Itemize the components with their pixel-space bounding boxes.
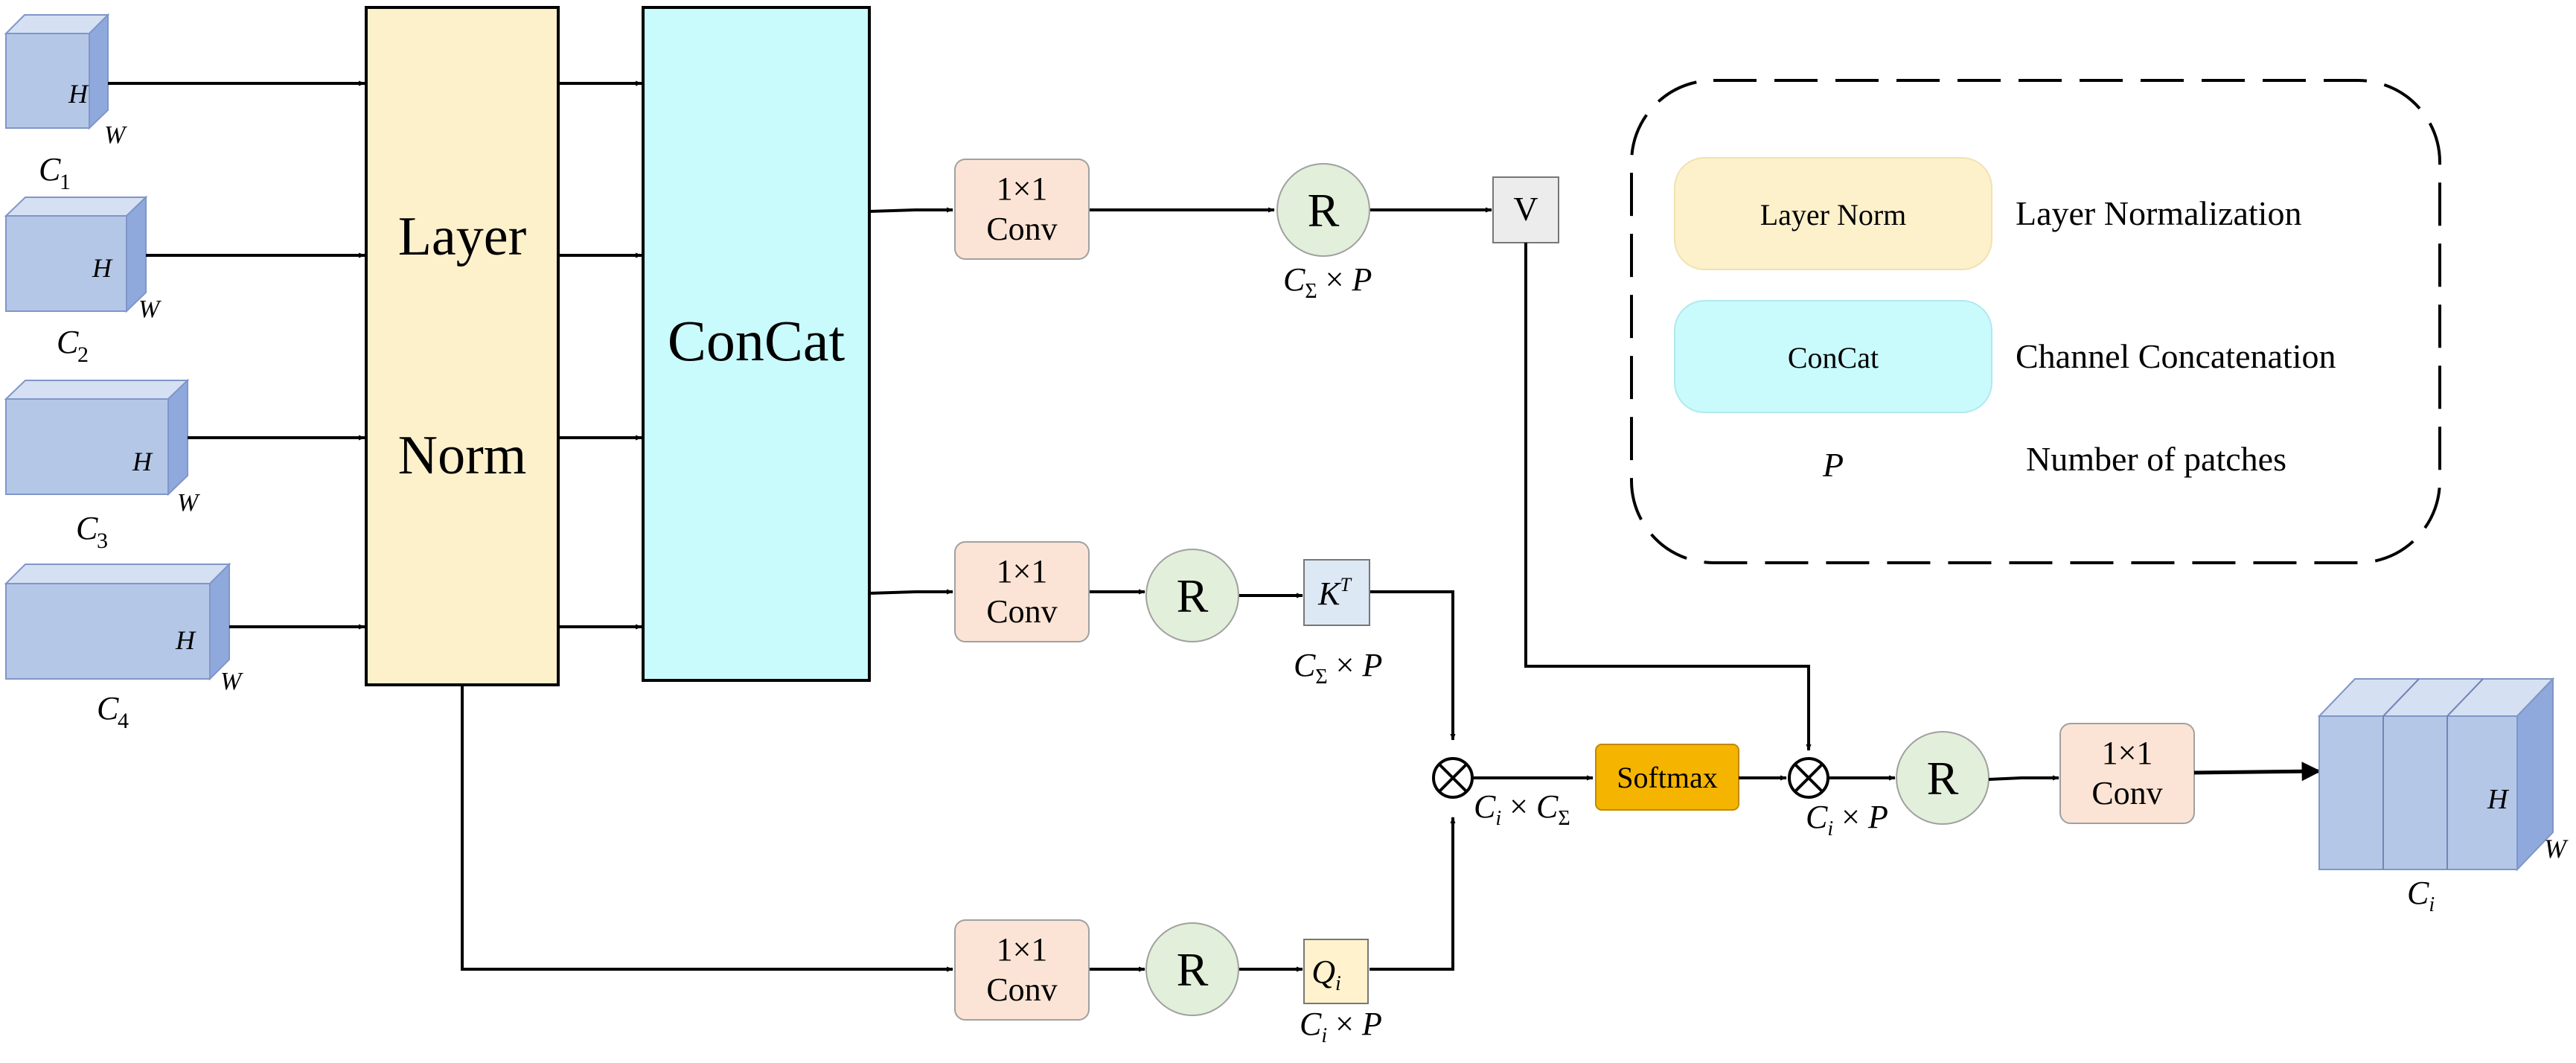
layer-norm-block: Layer Norm: [365, 6, 560, 686]
conv-label-1: 1×1: [2102, 735, 2153, 771]
reshape-label: R: [1927, 752, 1959, 805]
output-w-label: W: [2544, 834, 2569, 864]
cube-w-label: W: [220, 668, 243, 695]
conv-label-2: Conv: [986, 971, 1057, 1008]
legend-desc: Layer Normalization: [2016, 194, 2301, 232]
q-dim-label: Ci × P: [1300, 1006, 1382, 1047]
norm-to-concat-arrows: [558, 80, 642, 630]
output-cube: H W Ci: [2317, 677, 2569, 916]
cube-h-label: H: [132, 447, 153, 476]
layer-norm-label-1: Layer: [398, 206, 527, 267]
cube-w-label: W: [138, 296, 162, 323]
reshape-node-out: R: [1896, 731, 1989, 825]
v-box: V: [1492, 176, 1559, 243]
cube-h-label: H: [92, 253, 113, 283]
cube-h-label: H: [68, 79, 89, 109]
legend-item-layer-norm: Layer Norm Layer Normalization: [1674, 157, 2301, 270]
conv-to-output-arrow: [2193, 762, 2321, 782]
reshape-label: R: [1177, 569, 1209, 622]
conv-label-2: Conv: [2091, 775, 2162, 811]
concat-block: ConCat: [642, 6, 871, 682]
reshape-label: R: [1177, 943, 1209, 996]
layer-norm-label-2: Norm: [398, 425, 527, 486]
concat-label: ConCat: [668, 308, 846, 373]
input-cube-c1: H W C 1: [4, 13, 127, 194]
conv-label-1: 1×1: [997, 931, 1048, 968]
reshape-node-q: R: [1145, 922, 1239, 1016]
cube-c1-label: C: [39, 151, 61, 188]
legend-desc: Channel Concatenation: [2016, 337, 2336, 375]
input-cube-c4: H W C 4: [4, 562, 243, 733]
q-branch-lines: [461, 685, 1456, 972]
conv-label-2: Conv: [986, 211, 1057, 247]
cube-c1-sub: 1: [60, 170, 71, 194]
v-to-multiply-line: [1524, 243, 1812, 751]
k-box: KT: [1303, 559, 1370, 626]
k-dim-label: CΣ × P: [1294, 647, 1382, 689]
reshape-node-k: R: [1145, 549, 1239, 642]
reshape-label: R: [1308, 184, 1340, 237]
multiply-node-qk: [1432, 757, 1474, 799]
legend-item-concat: ConCat Channel Concatenation: [1674, 300, 2336, 413]
input-cube-c2: H W C 2: [4, 195, 162, 367]
svg-text:Ci × CΣ: Ci × CΣ: [1474, 788, 1570, 830]
cube-c3-sub: 3: [97, 529, 108, 553]
softmax-block: Softmax: [1595, 744, 1739, 811]
input-arrows: [108, 80, 365, 630]
conv-block-out: 1×1 Conv: [2059, 723, 2195, 824]
reshape-node-v: R: [1276, 163, 1370, 257]
v-dim-label: CΣ × P: [1283, 261, 1372, 303]
k-label: KT: [1317, 574, 1352, 612]
svg-text:CΣ × P: CΣ × P: [1294, 647, 1382, 689]
multiply-node-v: [1788, 757, 1829, 799]
cube-c3-label: C: [76, 510, 98, 546]
svg-text:CΣ × P: CΣ × P: [1283, 261, 1372, 303]
conv-block-k: 1×1 Conv: [954, 541, 1090, 642]
output-h-label: H: [2487, 784, 2510, 815]
svg-text:Ci × P: Ci × P: [1300, 1006, 1382, 1047]
cube-c2-label: C: [57, 324, 79, 360]
legend-key: ConCat: [1788, 341, 1879, 374]
cube-c4-label: C: [97, 690, 119, 727]
legend-item-patches: P Number of patches: [1822, 440, 2286, 484]
conv-block-v: 1×1 Conv: [954, 159, 1090, 260]
v-branch-lines: [869, 207, 1492, 213]
cube-h-label: H: [175, 625, 196, 655]
svg-text:Ci × P: Ci × P: [1806, 799, 1888, 840]
conv-block-q: 1×1 Conv: [954, 919, 1090, 1021]
input-cube-c3: H W C 3: [4, 378, 200, 553]
v-label: V: [1513, 190, 1538, 228]
legend: Layer Norm Layer Normalization ConCat Ch…: [1630, 79, 2441, 564]
softmax-label: Softmax: [1617, 761, 1718, 794]
attn-dim-label: Ci × CΣ: [1474, 788, 1570, 830]
reshape-to-conv-line: [1988, 775, 2059, 781]
conv-label-2: Conv: [986, 593, 1057, 630]
output-c-label: Ci: [2407, 875, 2435, 916]
conv-label-1: 1×1: [997, 553, 1048, 590]
legend-desc: Number of patches: [2026, 440, 2286, 478]
cube-c4-sub: 4: [118, 709, 129, 733]
legend-key: P: [1822, 446, 1844, 484]
conv-label-1: 1×1: [997, 170, 1048, 207]
q-label: Qi: [1311, 954, 1341, 995]
cube-w-label: W: [104, 121, 127, 149]
k-branch-lines: [869, 589, 1456, 741]
q-box: Qi: [1303, 939, 1369, 1004]
cube-w-label: W: [177, 489, 200, 517]
cube-c2-sub: 2: [77, 342, 89, 367]
legend-key: Layer Norm: [1760, 198, 1907, 232]
out-dim-label: Ci × P: [1806, 799, 1888, 840]
